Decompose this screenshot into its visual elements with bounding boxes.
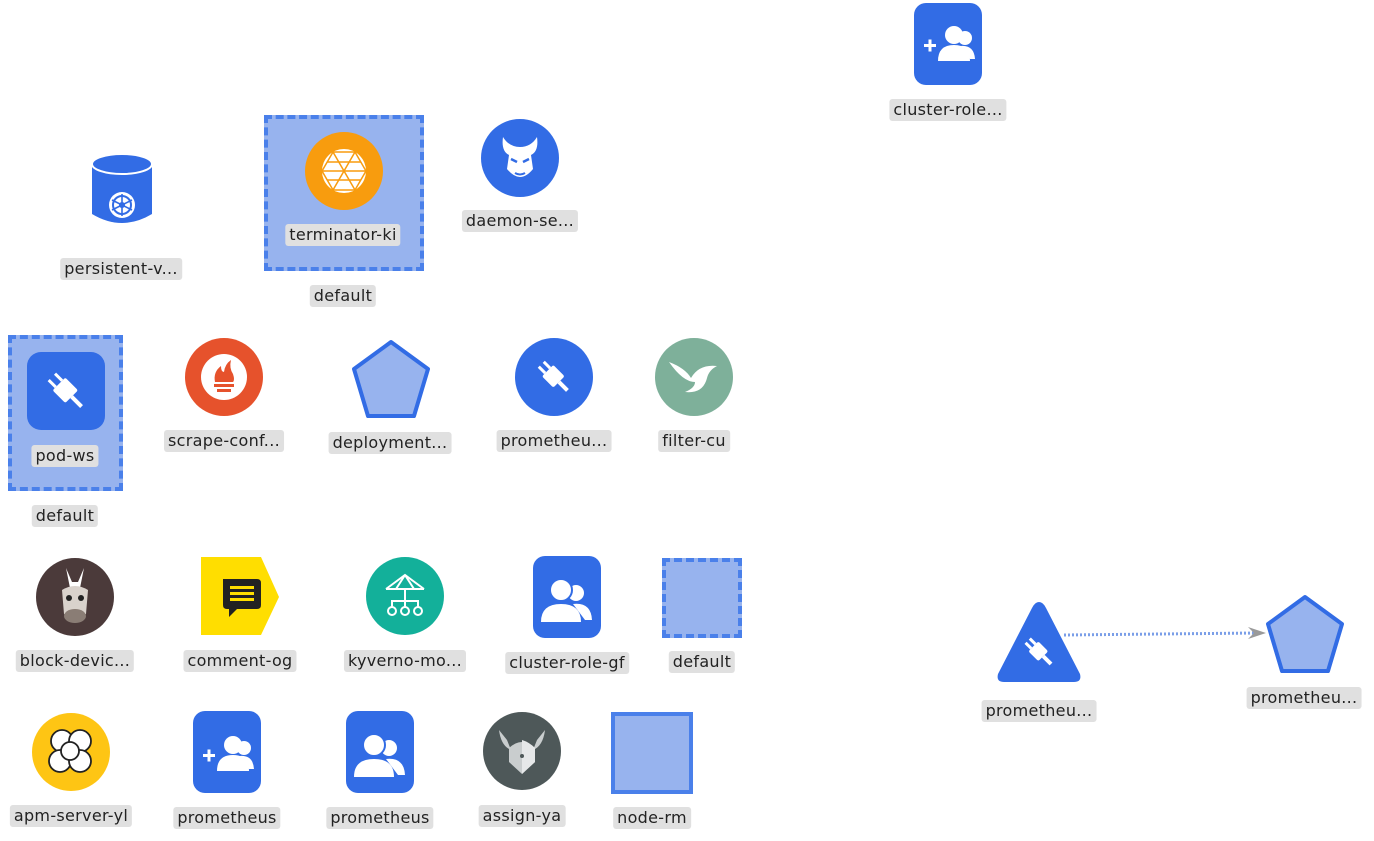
group-label: default [31, 505, 99, 527]
node-label: comment-og [183, 650, 297, 672]
node-label: scrape-conf... [164, 430, 284, 452]
terminator-node[interactable] [305, 132, 383, 210]
group-label: default [309, 285, 377, 307]
prometheus-role-node[interactable] [193, 711, 261, 793]
database-kubernetes-icon [91, 153, 153, 223]
node-label: prometheu... [981, 700, 1097, 722]
opa-viking-icon [483, 712, 561, 790]
bird-icon [655, 338, 733, 416]
node-label: cluster-role-gf [505, 652, 629, 674]
donkey-icon [36, 558, 114, 636]
deployment-node[interactable] [350, 338, 432, 420]
node-label: daemon-se... [461, 210, 579, 232]
block-device-node[interactable] [36, 558, 114, 636]
node-rm-node[interactable] [611, 712, 693, 794]
node-label: cluster-role... [889, 99, 1007, 121]
user-plus-icon [193, 711, 261, 793]
cluster-role-gf-node[interactable] [533, 556, 601, 638]
apm-server-node[interactable] [32, 713, 110, 791]
edge-arrow[interactable] [1060, 622, 1270, 646]
user-plus-icon [914, 3, 982, 85]
node-label: node-rm [613, 807, 691, 829]
node-label: assign-ya [478, 805, 566, 827]
node-label: prometheus [326, 807, 434, 829]
elastic-icon [32, 713, 110, 791]
persistent-volume-node[interactable] [90, 152, 154, 228]
plug-icon [997, 602, 1081, 682]
node-label: deployment... [328, 432, 452, 454]
pentagon-icon [352, 340, 430, 418]
node-label: prometheu... [1246, 687, 1362, 709]
node-label: filter-cu [658, 430, 730, 452]
comment-node[interactable] [201, 557, 281, 637]
plug-icon [27, 352, 105, 430]
prometheus-flame-icon [185, 338, 263, 416]
node-label: prometheus [173, 807, 281, 829]
group-empty[interactable] [662, 558, 742, 638]
users-icon [533, 556, 601, 638]
daemon-icon [481, 119, 559, 197]
node-label: pod-ws [31, 445, 99, 467]
cluster-role-node[interactable] [914, 3, 982, 85]
assign-node[interactable] [483, 712, 561, 790]
prometheus-binding-node[interactable] [346, 711, 414, 793]
node-label: block-devic... [15, 650, 135, 672]
plug-icon [515, 338, 593, 416]
group-label: default [668, 651, 736, 673]
pentagon-icon [1266, 595, 1344, 673]
pod-ws-node[interactable] [27, 352, 105, 430]
users-icon [346, 711, 414, 793]
prometheus-triangle-node[interactable] [994, 598, 1084, 684]
node-label: apm-server-yl [9, 805, 133, 827]
node-label: kyverno-mo... [343, 650, 467, 672]
square-icon [611, 712, 693, 794]
kyverno-node[interactable] [366, 557, 444, 635]
kyverno-icon [366, 557, 444, 635]
comment-icon [201, 557, 279, 635]
prometheus-pentagon-node[interactable] [1264, 593, 1346, 675]
scrape-config-node[interactable] [185, 338, 263, 416]
prometheus-service-node[interactable] [515, 338, 593, 416]
node-label: persistent-v... [60, 258, 182, 280]
daemon-set-node[interactable] [481, 119, 559, 197]
filter-node[interactable] [655, 338, 733, 416]
polygon-network-icon [305, 132, 383, 210]
node-label: prometheu... [496, 430, 612, 452]
node-label: terminator-ki [285, 224, 401, 246]
